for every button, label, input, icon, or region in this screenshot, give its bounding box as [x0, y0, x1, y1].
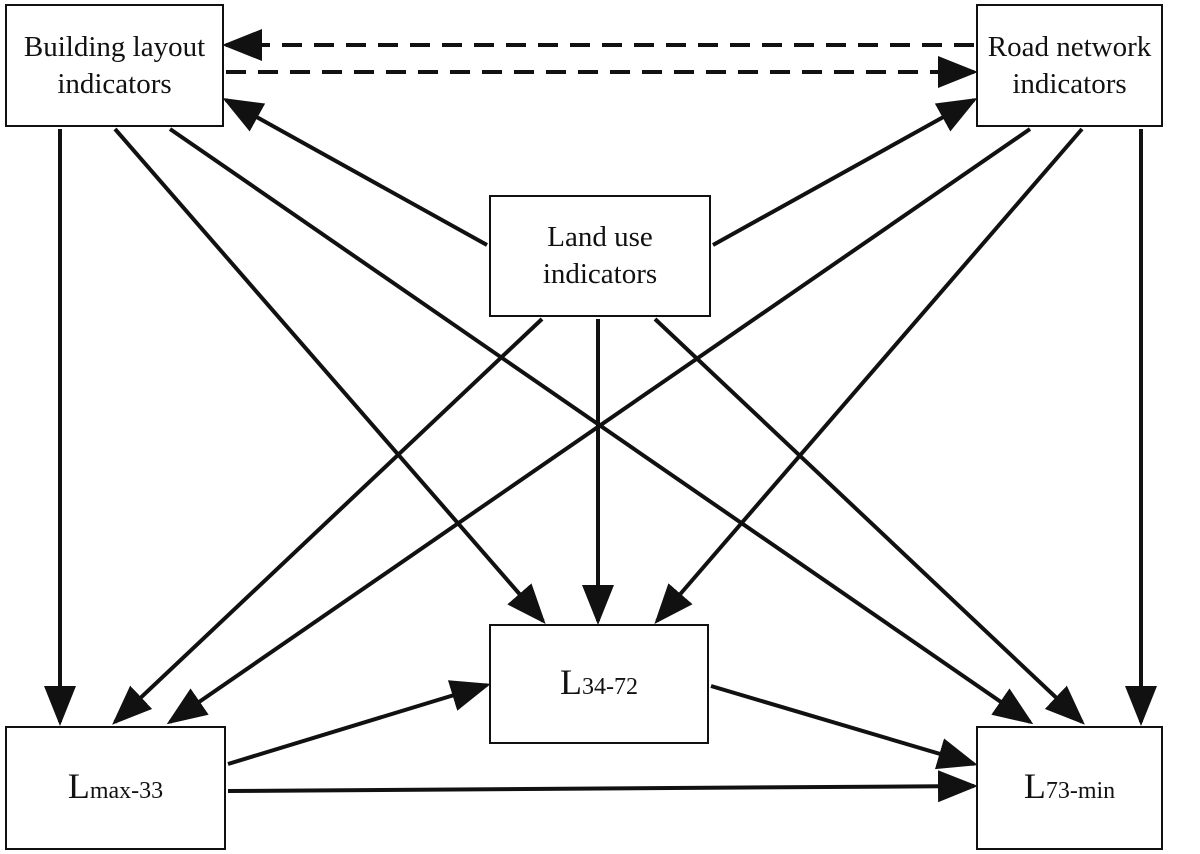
l34-72-subscript: 34-72 [582, 673, 638, 700]
arrow-land-use-to-building-layout [222, 98, 488, 247]
l73-min-label: L73-min [1024, 768, 1115, 809]
land-use-indicators-label: Land use indicators [542, 221, 658, 290]
l73-min-node: L73-min [976, 726, 1163, 850]
l73-min-symbol: L [1023, 765, 1046, 806]
arrow-land-use-to-road-network [712, 98, 978, 247]
arrow-land-use-to-lmax-33 [112, 317, 544, 725]
l34-72-node: L34-72 [489, 624, 709, 744]
arrow-road-network-to-l34-72 [654, 127, 1084, 625]
land-use-indicators-node: Land use indicators [489, 195, 711, 317]
l73-min-subscript: 73-min [1045, 777, 1116, 804]
lmax-33-label: Lmax-33 [68, 768, 163, 809]
arrow-lmax-33-to-l73-min [227, 770, 978, 803]
building-layout-indicators-node: Building layout indicators [5, 4, 224, 127]
arrow-land-use-to-l73-min [653, 317, 1085, 725]
lmax-33-symbol: L [67, 765, 90, 806]
road-network-indicators-node: Road network indicators [976, 4, 1163, 127]
road-network-indicators-label: Road network indicators [987, 30, 1152, 100]
l34-72-symbol: L [560, 661, 582, 702]
building-layout-indicators-label: Building layout indicators [23, 30, 206, 100]
edges-layer [44, 29, 1157, 803]
arrow-lmax-33-to-l34-72 [227, 680, 491, 766]
arrow-building-layout-to-l34-72 [113, 127, 546, 625]
arrow-l34-72-to-l73-min [710, 684, 978, 770]
l34-72-label: L34-72 [560, 664, 638, 705]
lmax-33-subscript: max-33 [89, 777, 164, 804]
lmax-33-node: Lmax-33 [5, 726, 226, 850]
